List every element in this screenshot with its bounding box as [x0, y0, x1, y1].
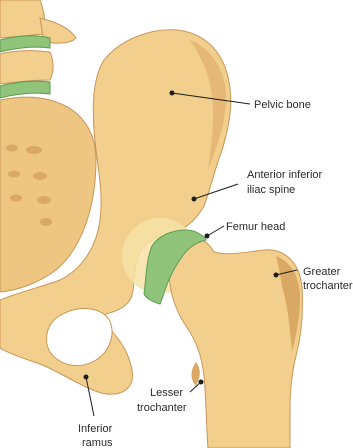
intervertebral-disc-1 [0, 36, 50, 52]
label-greater-line2: trochanter [303, 280, 353, 292]
label-greater-line1: Greater [303, 266, 341, 278]
intervertebral-disc-2 [0, 81, 50, 98]
vertebra-middle [0, 51, 53, 84]
label-pelvic-bone: Pelvic bone [254, 99, 311, 111]
label-aiis-line2: iliac spine [247, 184, 295, 196]
label-inferior-line2: ramus [82, 437, 113, 448]
spine [0, 0, 76, 98]
label-aiis-line1: Anterior inferior [247, 169, 323, 181]
label-inferior-line1: Inferior [78, 423, 113, 435]
label-lesser-line1: Lesser [150, 387, 183, 399]
label-femur-head: Femur head [226, 221, 285, 233]
leader-femur-head [205, 226, 225, 239]
label-lesser-line2: trochanter [137, 402, 187, 414]
vertebra-top [0, 0, 45, 38]
